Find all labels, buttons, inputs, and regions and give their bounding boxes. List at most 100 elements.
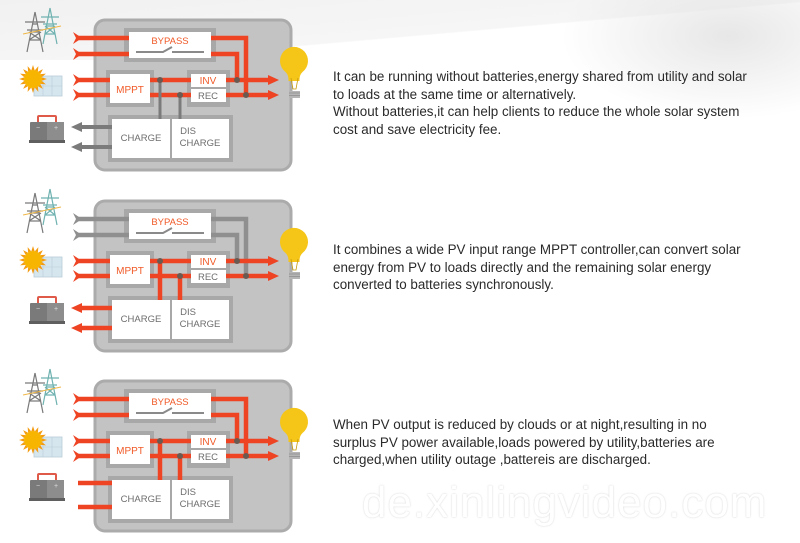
output-arrow — [268, 451, 279, 461]
bypass-out-line-2 — [211, 412, 240, 441]
sun-icon — [24, 70, 42, 88]
mppt-label: MPPT — [116, 266, 144, 277]
description-line: to loads at the same time or alternative… — [333, 86, 577, 102]
bypass-switch-icon — [136, 407, 204, 414]
battery-shade — [47, 303, 64, 323]
battery-arrow — [71, 323, 82, 333]
bypass-out-line-2 — [211, 51, 240, 80]
watermark: de.xinlingvideo.com — [362, 478, 768, 527]
output-arrow — [268, 256, 279, 266]
discharge-label-2: CHARGE — [180, 138, 221, 149]
light-bulb-icon — [280, 46, 309, 81]
rec-label: REC — [198, 452, 218, 463]
junction-dot — [243, 92, 249, 98]
discharge-label-2: CHARGE — [180, 499, 221, 510]
mppt-box — [110, 74, 150, 103]
pv-input-arrow — [73, 255, 82, 267]
junction-dot — [177, 453, 183, 459]
pv-input-arrow — [73, 450, 82, 462]
bulb-filament — [290, 258, 299, 271]
battery-shade — [47, 480, 64, 500]
battery-plus: + — [54, 306, 58, 313]
sun-ray — [34, 86, 39, 92]
bypass-out-line-1 — [211, 35, 249, 95]
battery-minus: − — [36, 125, 40, 132]
discharge-label-1: DIS — [180, 307, 196, 318]
sun-ray — [20, 441, 26, 446]
source-icons: −+ — [19, 368, 309, 501]
mppt-label: MPPT — [116, 85, 144, 96]
sun-ray — [31, 268, 35, 274]
bypass-box — [129, 213, 211, 239]
sun-ray — [41, 438, 47, 442]
description-line: energy from PV to loads directly and the… — [333, 259, 712, 275]
pv-input-arrow — [73, 74, 82, 86]
junction-dot — [234, 77, 240, 83]
power-tower-icon — [25, 192, 45, 234]
charge-box — [112, 300, 170, 339]
output-arrow — [268, 90, 279, 100]
sun-ray — [27, 427, 32, 433]
source-icons: −+ — [19, 188, 309, 324]
discharge-box — [172, 480, 229, 519]
sun-ray — [34, 247, 39, 253]
power-wire — [22, 206, 62, 216]
sun-ray — [27, 267, 32, 273]
sun-ray — [20, 254, 26, 259]
sun-ray — [40, 80, 46, 85]
sun-ray — [27, 447, 32, 453]
description-line: charged,when utility outage ,battereis a… — [333, 452, 651, 467]
battery-arrow — [71, 303, 82, 313]
discharge-label-1: DIS — [180, 487, 196, 498]
pv-input-arrow — [73, 435, 82, 447]
junction-dot — [243, 273, 249, 279]
utility-input-arrow — [73, 32, 82, 44]
tower-right — [41, 188, 59, 226]
description-line: converted to batteries synchronously. — [333, 277, 554, 292]
junction-dot — [243, 453, 249, 459]
light-bulb-icon — [280, 407, 309, 442]
bulb-base — [289, 91, 300, 98]
battery-plus: + — [54, 125, 58, 132]
utility-input-arrow — [73, 48, 82, 60]
sun-ray — [20, 80, 26, 85]
output-arrow — [268, 436, 279, 446]
sun-ray — [31, 448, 35, 454]
sun-ray — [34, 66, 39, 72]
tower-left — [25, 11, 45, 53]
source-icons: −+ — [19, 7, 309, 143]
junction-dot — [157, 438, 163, 444]
inv-label: INV — [200, 257, 217, 268]
battery-minus: − — [36, 306, 40, 313]
sun-ray — [19, 77, 25, 81]
junction-dot — [157, 77, 163, 83]
utility-input-arrow — [73, 213, 82, 225]
sun-ray — [41, 77, 47, 81]
tower-left — [25, 372, 45, 414]
sun-ray — [19, 438, 25, 442]
bulb-base — [289, 452, 300, 459]
charge-box — [112, 480, 170, 519]
power-tower-icon — [41, 7, 59, 45]
junction-dot — [157, 258, 163, 264]
bypass-out-line-1 — [211, 396, 249, 456]
battery-base — [29, 498, 65, 501]
junction-dot — [177, 273, 183, 279]
sun-ray — [40, 73, 46, 78]
pv-input-arrow — [73, 89, 82, 101]
description-line: surplus PV power available,loads powered… — [333, 434, 715, 450]
mppt-label: MPPT — [116, 446, 144, 457]
output-arrow — [268, 75, 279, 85]
description-line: Without batteries,it can help clients to… — [333, 104, 740, 119]
sun-ray — [31, 246, 35, 252]
utility-input-arrow — [73, 393, 82, 405]
inv-box — [191, 255, 226, 268]
tower-right — [41, 7, 59, 45]
discharge-label-1: DIS — [180, 126, 196, 137]
utility-input-arrow — [73, 409, 82, 421]
